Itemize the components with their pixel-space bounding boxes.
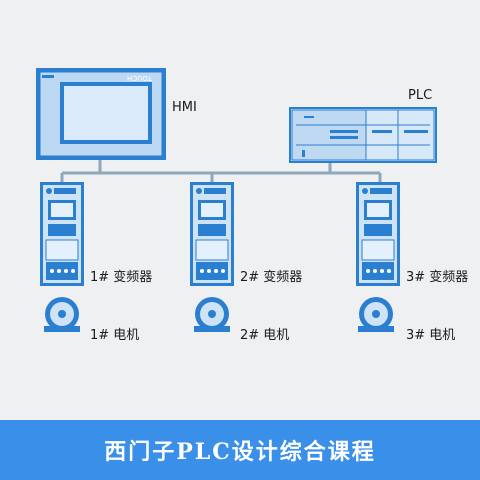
inverter-3-label: 3# 变频器	[406, 270, 469, 285]
hmi-label: HMI	[172, 100, 197, 115]
plc-label: PLC	[408, 88, 433, 103]
motor-2-label: 2# 电机	[240, 328, 290, 343]
inverter-2	[190, 182, 234, 286]
network-bus	[60, 160, 382, 182]
diagram-canvas: TOUCH	[36, 68, 437, 332]
motor-3-icon	[358, 297, 394, 332]
motor-1-label: 1# 电机	[90, 328, 140, 343]
inverter-1	[40, 182, 84, 286]
motor-1-icon	[44, 297, 80, 332]
hmi-panel: TOUCH	[36, 68, 166, 160]
hmi-brand-text: TOUCH	[127, 74, 153, 82]
network-diagram: TOUCH	[36, 68, 469, 343]
plc-rack	[289, 107, 437, 163]
footer-title: 西门子PLC设计综合课程	[104, 439, 376, 465]
inverter-3	[356, 182, 400, 286]
footer-banner: 西门子PLC设计综合课程	[0, 420, 480, 480]
inverter-1-label: 1# 变频器	[90, 270, 153, 285]
inverter-2-label: 2# 变频器	[240, 270, 303, 285]
motor-2-icon	[194, 297, 230, 332]
motor-3-label: 3# 电机	[406, 328, 456, 343]
